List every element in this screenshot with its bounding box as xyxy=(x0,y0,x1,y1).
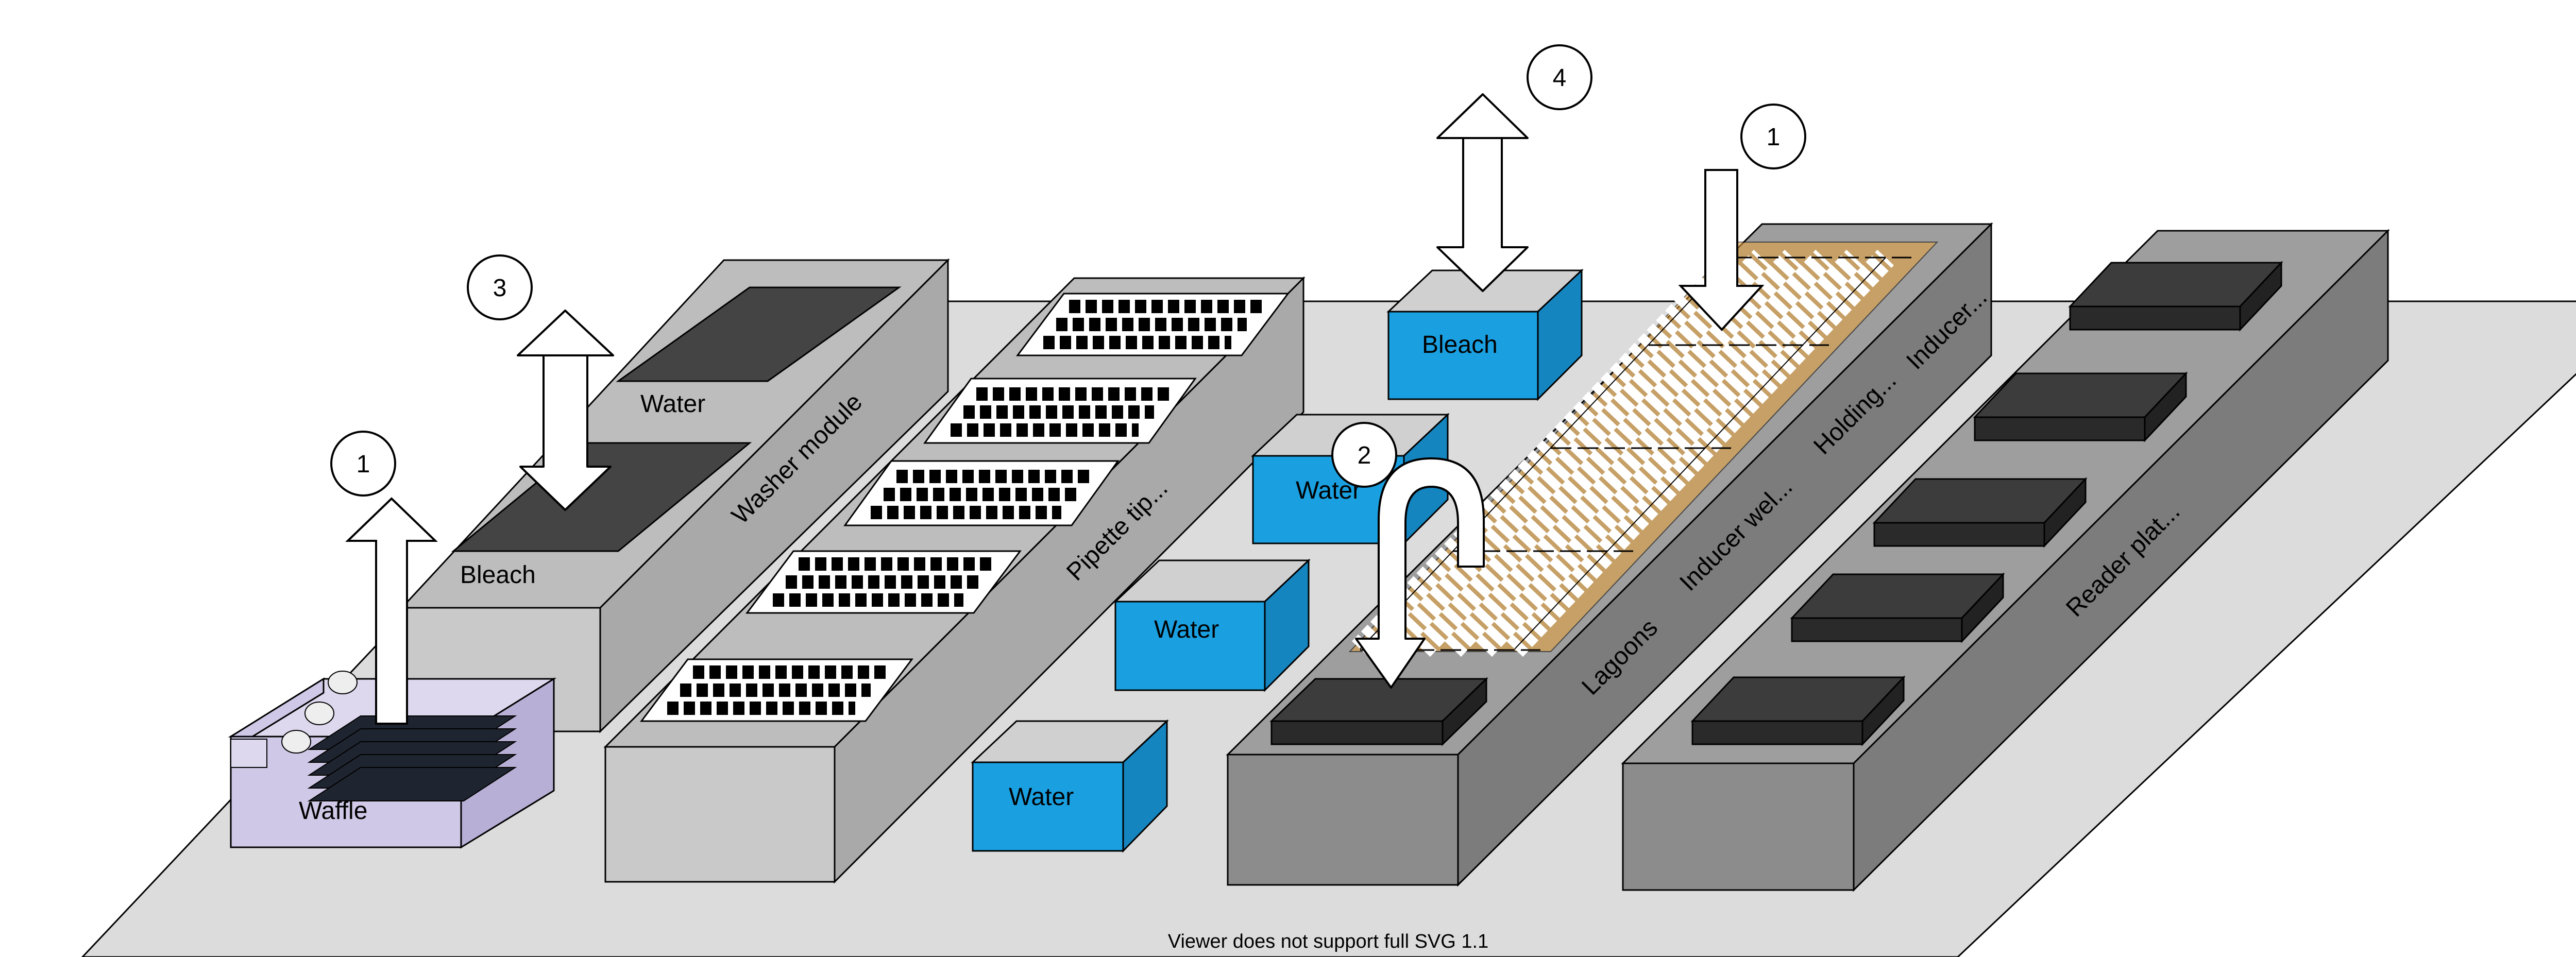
arrow-step-2 xyxy=(1355,457,1485,689)
water-box-2-label: Water xyxy=(1154,616,1219,643)
viewer-warning: Viewer does not support full SVG 1.1 xyxy=(1168,931,1488,952)
water-box-2: Water xyxy=(1113,558,1311,692)
water-box-3: Water xyxy=(971,719,1169,853)
bleach-box: Bleach xyxy=(1386,268,1584,401)
step-circle-3: 3 xyxy=(467,254,533,320)
dark-plate-lagoon xyxy=(1269,677,1488,746)
svg-text:1: 1 xyxy=(357,451,370,478)
pipette-tip-module: Pipette tip... xyxy=(603,276,1306,884)
step-circle-4: 4 xyxy=(1527,44,1592,110)
bleach-washer-label: Bleach xyxy=(460,561,536,589)
reader-plates xyxy=(1690,261,2283,746)
arrow-step-3 xyxy=(517,309,615,511)
waffle-label: Waffle xyxy=(299,797,367,825)
tube-racks xyxy=(1348,242,1939,657)
arrow-step-1-left xyxy=(345,497,438,725)
arrow-step-1-right xyxy=(1678,169,1765,331)
water-box-3-label: Water xyxy=(1009,783,1074,811)
bleach-box-label: Bleach xyxy=(1422,331,1498,358)
lagoon-module: Lagoons Inducer wel... Holding... Induce… xyxy=(1226,222,1993,887)
reader-module: Reader plat... xyxy=(1621,229,2390,892)
svg-text:3: 3 xyxy=(493,275,507,302)
arrow-step-4 xyxy=(1436,93,1529,292)
svg-text:4: 4 xyxy=(1553,64,1567,92)
step-circle-1-right: 1 xyxy=(1740,104,1806,169)
waffle-tubes xyxy=(307,715,517,801)
pipette-tip-holes xyxy=(667,300,1262,715)
svg-text:2: 2 xyxy=(1358,442,1371,469)
water-reservoir xyxy=(616,286,902,382)
svg-text:1: 1 xyxy=(1767,124,1781,151)
water-washer-label: Water xyxy=(640,390,705,418)
step-circle-1-left: 1 xyxy=(330,431,396,497)
step-circle-2: 2 xyxy=(1331,422,1397,488)
